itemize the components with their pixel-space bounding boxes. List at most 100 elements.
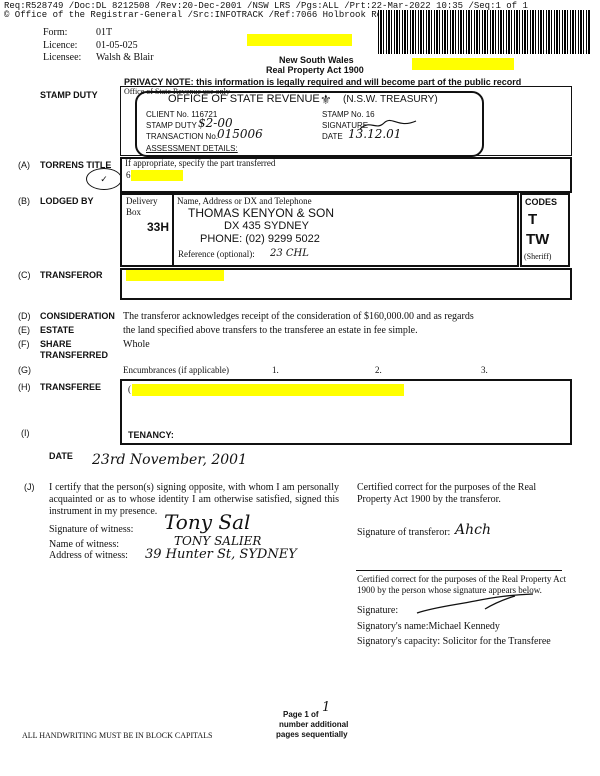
encumbrances-text: Encumbrances (if applicable) (123, 365, 229, 375)
encumbrance-1: 1. (272, 365, 279, 375)
stamp-signature-icon (359, 119, 417, 130)
transferee-certified-text: Certified correct for the purposes of th… (357, 574, 567, 595)
lodged-label: LODGED BY (40, 196, 94, 206)
estate-letter: (E) (18, 325, 30, 335)
signature-text: SIGNATURE (322, 121, 369, 130)
stamp-date-value: 13.12.01 (348, 127, 402, 141)
estate-text: the land specified above transfers to th… (123, 325, 418, 336)
consideration-text: The transferor acknowledges receipt of t… (123, 311, 474, 322)
torrens-prefix: 6 (126, 170, 131, 180)
witness-name-label: Name of witness: (49, 539, 119, 550)
transaction-value: 015006 (217, 127, 263, 141)
licensee-value: Walsh & Blair (96, 52, 154, 63)
share-label-2: TRANSFERRED (40, 350, 109, 360)
transferee-signature-label: Signature: (357, 605, 399, 616)
torrens-label: TORRENS TITLE (40, 160, 112, 170)
firm-name: THOMAS KENYON & SON (188, 206, 335, 220)
transferee-signature-icon (416, 593, 534, 614)
page-of-label: Page 1 of (283, 710, 319, 719)
witness-signature: Tony Sal (164, 510, 251, 534)
tenancy-label: TENANCY: (128, 430, 174, 440)
share-letter: (F) (18, 339, 30, 349)
encumbrance-3: 3. (481, 365, 488, 375)
licensee-label: Licensee: (43, 52, 82, 63)
assessment-text: ASSESSMENT DETAILS: (146, 144, 238, 153)
transferor-signature: Ahch (455, 522, 491, 538)
date-value: 23rd November, 2001 (92, 452, 247, 468)
form-label: Form: (43, 27, 68, 38)
torrens-hint: If appropriate, specify the part transfe… (125, 158, 276, 168)
stamp-duty-text: STAMP DUTY (146, 121, 197, 130)
box-text: Box (126, 207, 142, 217)
client-no: CLIENT No. 116721 (146, 110, 218, 119)
transferee-label: TRANSFEREE (40, 382, 102, 392)
lodger-details-hint: Name, Address or DX and Telephone (177, 196, 312, 206)
stamp-duty-label: STAMP DUTY (40, 90, 98, 100)
box-number: 33H (147, 220, 170, 234)
title-state: New South Wales (279, 55, 354, 65)
handwritten-circle-note: ✓ (86, 168, 122, 190)
stamp-duty-value: $2-00 (198, 116, 233, 130)
torrens-box (120, 157, 572, 193)
sheriff-text: (Sheriff) (524, 252, 552, 261)
licence-value: 01-05-025 (96, 40, 138, 51)
redacted-transferor (126, 270, 224, 281)
stamp-no: STAMP No. 16 (322, 110, 375, 119)
lodged-box (120, 193, 519, 267)
treasury-text: (N.S.W. TREASURY) (343, 94, 438, 105)
transferee-divider (356, 570, 562, 571)
certify-letter: (J) (24, 482, 35, 492)
consideration-label: CONSIDERATION (40, 311, 115, 321)
estate-label: ESTATE (40, 325, 75, 335)
signatory-name: Signatory's name:Michael Kennedy (357, 621, 500, 632)
firm-dx: DX 435 SYDNEY (224, 220, 309, 232)
revenue-stamp (135, 91, 484, 157)
encumbrance-2: 2. (375, 365, 382, 375)
redacted-title-ref (247, 34, 352, 46)
transferee-box (120, 379, 572, 445)
date-text: DATE (322, 132, 343, 141)
transferor-certified-text: Certified correct for the purposes of th… (357, 482, 537, 505)
witness-signature-label: Signature of witness: (49, 524, 134, 535)
additional-text: number additional (279, 720, 349, 729)
transferor-signature-label: Signature of transferor: (357, 527, 451, 538)
torrens-letter: (A) (18, 160, 30, 170)
office-name: OFFICE OF STATE REVENUE (168, 93, 320, 105)
lodged-letter: (B) (18, 196, 30, 206)
codes-box (520, 193, 570, 267)
share-label: SHARE (40, 339, 72, 349)
codes-label: CODES (525, 197, 558, 207)
redacted-dealing (412, 58, 514, 70)
reference-value: 23 CHL (270, 248, 309, 259)
witness-name-value: TONY SALIER (174, 534, 262, 548)
transferor-label: TRANSFEROR (40, 270, 103, 280)
consideration-letter: (D) (18, 311, 31, 321)
header-line-2: © Office of the Registrar-General /Src:I… (4, 10, 447, 20)
block-capitals-note: ALL HANDWRITING MUST BE IN BLOCK CAPITAL… (22, 731, 213, 740)
reference-label: Reference (optional): (178, 249, 255, 259)
page-count-value: 1 (322, 700, 331, 715)
date-label: DATE (49, 451, 73, 461)
code-t: T (528, 211, 538, 228)
code-tw: TW (526, 231, 550, 248)
transferee-prefix: ( (128, 384, 131, 394)
delivery-text: Delivery (126, 196, 158, 206)
header-line-1: Req:R528749 /Doc:DL 8212508 /Rev:20-Dec-… (4, 1, 528, 11)
privacy-note: PRIVACY NOTE: this information is legall… (124, 77, 522, 87)
witness-address-value: 39 Hunter St, SYDNEY (145, 547, 297, 562)
transaction-text: TRANSACTION No. (146, 132, 219, 141)
title-act: Real Property Act 1900 (266, 65, 364, 75)
licence-label: Licence: (43, 40, 78, 51)
sequential-text: pages sequentially (276, 730, 348, 739)
tenancy-letter: (I) (21, 428, 30, 438)
share-text: Whole (123, 339, 150, 350)
signatory-capacity: Signatory's capacity: Solicitor for the … (357, 636, 551, 647)
witness-address-label: Address of witness: (49, 550, 128, 561)
redacted-transferee (132, 384, 404, 396)
redacted-title (131, 170, 183, 181)
firm-phone: PHONE: (02) 9299 5022 (200, 233, 320, 245)
lodged-divider (172, 193, 174, 265)
transferor-letter: (C) (18, 270, 31, 280)
coat-of-arms-icon: ⚜ (320, 92, 332, 107)
